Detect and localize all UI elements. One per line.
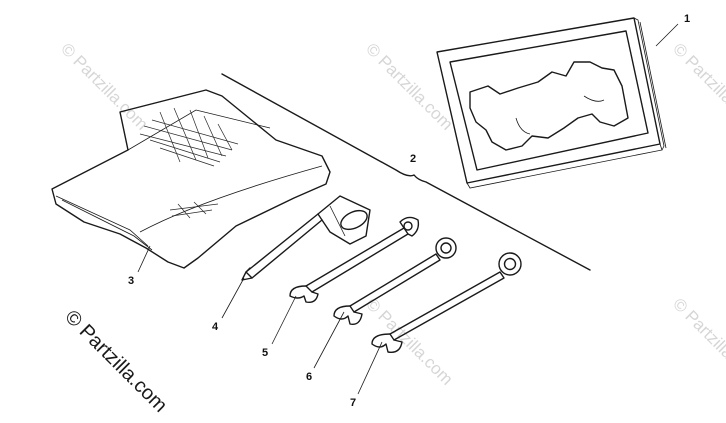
- pouch-shading: [139, 107, 239, 219]
- wrench-6: [333, 237, 457, 325]
- watermark: © Partzilla.com: [362, 39, 456, 133]
- callout-5: 5: [262, 347, 268, 359]
- tool-pouch: [51, 89, 331, 269]
- callout-4: 4: [212, 321, 219, 333]
- wrench-5: [289, 216, 420, 304]
- leader-lines: [137, 23, 679, 395]
- watermark: © Partzilla.com: [57, 39, 151, 133]
- callout-6: 6: [306, 371, 312, 383]
- owners-manual: [436, 17, 667, 189]
- callout-3: 3: [128, 275, 134, 287]
- copyright-notice: © Partzilla.com: [60, 306, 171, 417]
- spark-plug-wrench: [241, 195, 371, 281]
- atv-silhouette: [469, 61, 629, 151]
- bracket-line: [221, 73, 591, 271]
- wrench-7: [371, 252, 522, 353]
- callout-1: 1: [684, 13, 690, 25]
- watermark: © Partzilla.com: [669, 294, 726, 388]
- watermark: © Partzilla.com: [669, 39, 726, 133]
- callout-2: 2: [410, 153, 416, 165]
- watermark: © Partzilla.com: [362, 294, 456, 388]
- callout-7: 7: [350, 397, 356, 409]
